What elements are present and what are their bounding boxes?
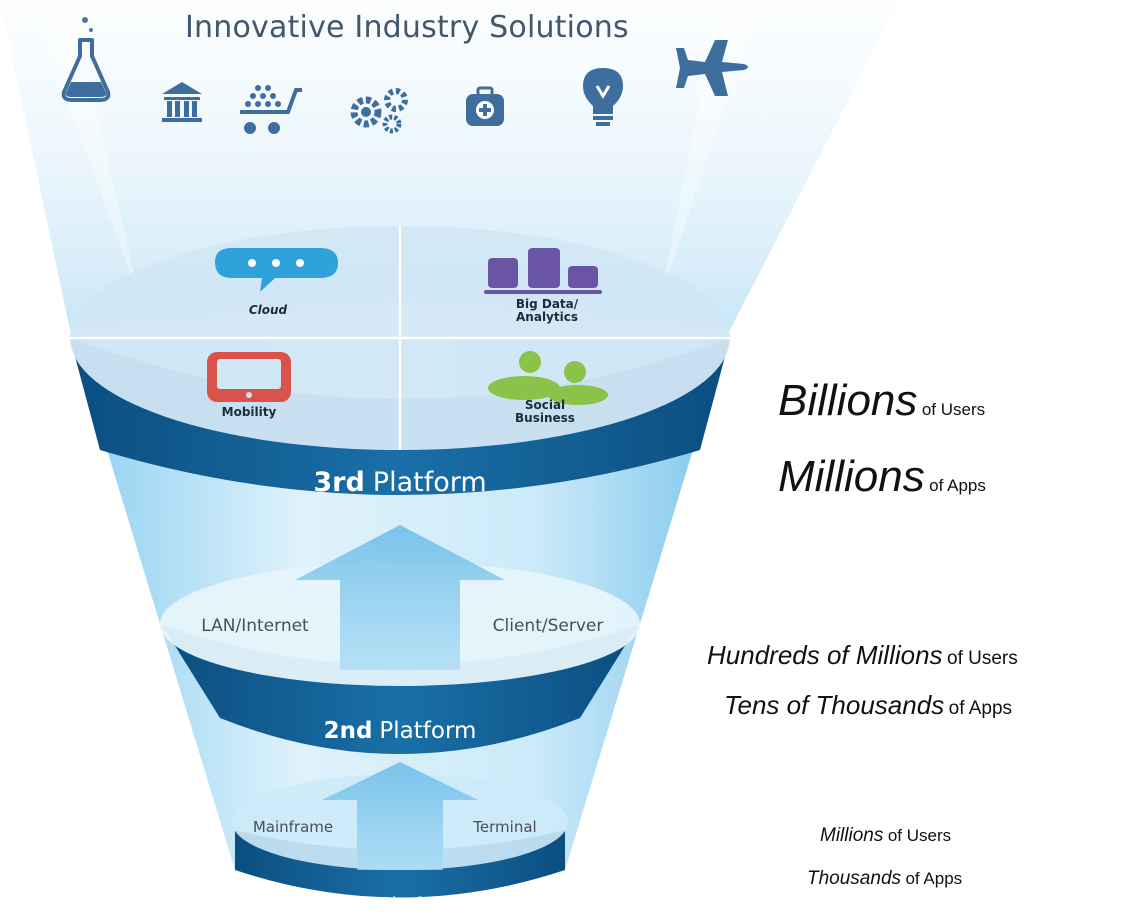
light-beam <box>30 0 140 300</box>
people-icon <box>488 351 608 405</box>
smartphone-icon <box>207 352 291 402</box>
users-amount: Millions <box>820 825 884 846</box>
second-platform-number: 2nd <box>324 718 373 744</box>
apps-amount: Thousands <box>807 868 902 889</box>
first-platform-label: 1st Platform <box>343 894 457 915</box>
apps-unit: of Apps <box>948 698 1013 719</box>
third-platform-users: Billions of Users <box>778 376 985 426</box>
terminal-label: Terminal <box>472 818 536 836</box>
cloud-icon <box>215 248 338 292</box>
light-beam <box>660 0 760 300</box>
mobility-label: Mobility <box>222 405 277 419</box>
page-heading: Innovative Industry Solutions <box>185 10 629 45</box>
users-amount: Billions <box>778 376 918 425</box>
bar-chart-icon <box>484 248 602 294</box>
up-arrow <box>295 525 505 670</box>
third-platform-apps: Millions of Apps <box>778 452 986 502</box>
big-data-label-line1: Big Data/ <box>516 297 579 311</box>
mainframe-label: Mainframe <box>253 818 333 836</box>
airplane-icon <box>676 40 748 96</box>
first-platform-apps: Thousands of Apps <box>807 868 962 890</box>
medical-kit-icon <box>466 86 504 126</box>
social-label-line2: Business <box>515 411 575 425</box>
cloud-label: Cloud <box>249 303 288 317</box>
bank-icon <box>162 82 202 122</box>
third-platform-word: Platform <box>373 467 487 498</box>
third-platform-number: 3rd <box>313 467 364 498</box>
first-platform-number: 1st <box>343 894 375 915</box>
third-platform-label: 3rd Platform <box>313 467 486 498</box>
client-server-label: Client/Server <box>493 616 604 636</box>
up-arrow <box>322 762 478 870</box>
first-platform-word: Platform <box>381 894 457 915</box>
shopping-cart-icon <box>240 85 302 134</box>
big-data-label-line2: Analytics <box>516 310 578 324</box>
apps-unit: of Apps <box>929 476 986 495</box>
users-unit: of Users <box>921 400 986 419</box>
apps-unit: of Apps <box>905 869 963 888</box>
gears-icon <box>350 88 408 134</box>
users-unit: of Users <box>947 648 1018 669</box>
lightbulb-icon <box>583 68 623 126</box>
users-amount: Hundreds of Millions <box>707 640 943 670</box>
flask-icon <box>61 17 111 102</box>
second-platform-users: Hundreds of Millions of Users <box>707 640 1018 671</box>
social-label-line1: Social <box>525 398 565 412</box>
second-platform-apps: Tens of Thousands of Apps <box>724 690 1012 721</box>
users-unit: of Users <box>887 826 952 845</box>
first-platform-users: Millions of Users <box>820 825 951 847</box>
second-platform-word: Platform <box>379 718 476 744</box>
lan-internet-label: LAN/Internet <box>201 616 309 636</box>
apps-amount: Tens of Thousands <box>724 690 945 720</box>
apps-amount: Millions <box>778 452 925 501</box>
